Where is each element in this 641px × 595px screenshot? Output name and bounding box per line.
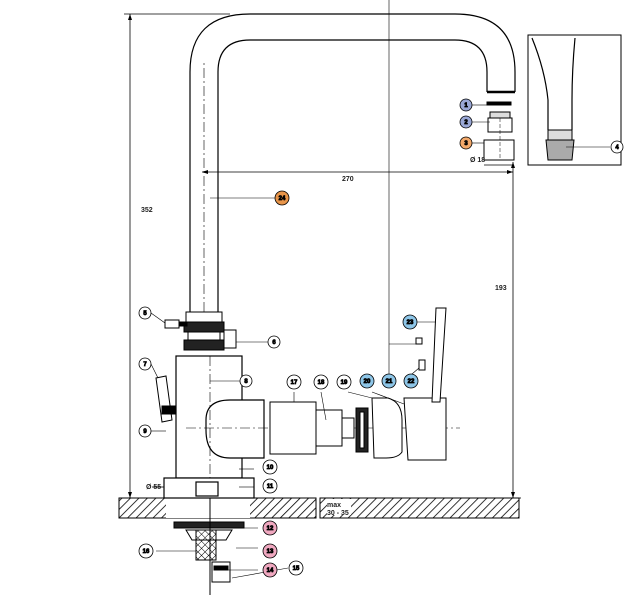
cartridge — [269, 401, 355, 455]
svg-text:24: 24 — [279, 196, 286, 202]
callout-13: 13 — [262, 543, 278, 559]
svg-text:8: 8 — [244, 379, 248, 385]
callout-21: 21 — [381, 373, 397, 389]
mount-note-2: 30 - 35 — [327, 510, 349, 517]
svg-text:1: 1 — [464, 103, 468, 109]
dim-reach: 270 — [342, 176, 354, 183]
svg-text:11: 11 — [267, 484, 274, 490]
callout-6: 6 — [267, 335, 281, 349]
svg-text:12: 12 — [267, 526, 274, 532]
dim-height-total: 352 — [141, 207, 153, 214]
callout-15: 15 — [288, 560, 304, 576]
callout-7: 7 — [138, 357, 152, 371]
svg-text:20: 20 — [364, 379, 371, 385]
callout-4: 4 — [610, 140, 624, 154]
dim-spout-height: 193 — [495, 285, 507, 292]
callout-bubbles: 1 2 3 4 5 6 7 8 9 10 11 12 13 14 15 16 1… — [138, 98, 624, 578]
svg-text:14: 14 — [267, 568, 274, 574]
callout-2: 2 — [459, 115, 473, 129]
spout-detail-inset — [527, 34, 622, 166]
callout-5: 5 — [138, 306, 152, 320]
leader-lines — [150, 0, 610, 579]
under-counter-parts — [173, 498, 245, 595]
svg-text:5: 5 — [143, 311, 147, 317]
dimension-labels: 352 270 193 Ø 18 Ø 55 max 30 - 35 — [141, 157, 507, 517]
callout-19: 19 — [336, 374, 352, 390]
svg-text:18: 18 — [318, 380, 325, 386]
svg-text:22: 22 — [408, 379, 415, 385]
callout-10: 10 — [262, 459, 278, 475]
callout-11: 11 — [262, 478, 278, 494]
mount-note-1: max — [327, 502, 341, 509]
handle-parts — [355, 307, 447, 461]
callout-12: 12 — [262, 520, 278, 536]
callout-9: 9 — [138, 424, 152, 438]
svg-text:7: 7 — [143, 362, 147, 368]
svg-text:3: 3 — [464, 141, 468, 147]
svg-text:21: 21 — [386, 379, 393, 385]
svg-text:13: 13 — [267, 549, 274, 555]
svg-text:2: 2 — [464, 120, 468, 126]
svg-text:9: 9 — [143, 429, 147, 435]
svg-text:19: 19 — [341, 380, 348, 386]
callout-1: 1 — [459, 98, 473, 112]
dim-spout-diameter: Ø 18 — [470, 157, 485, 164]
callout-3: 3 — [459, 136, 473, 150]
callout-14: 14 — [262, 562, 278, 578]
callout-18: 18 — [313, 374, 329, 390]
callout-20: 20 — [359, 373, 375, 389]
svg-text:6: 6 — [272, 340, 276, 346]
callout-16: 16 — [138, 543, 154, 559]
callout-17: 17 — [286, 374, 302, 390]
callout-24: 24 — [274, 190, 290, 206]
dim-base-diameter: Ø 55 — [146, 484, 161, 491]
svg-text:17: 17 — [291, 380, 298, 386]
svg-text:23: 23 — [407, 320, 414, 326]
faucet-body — [163, 355, 460, 540]
svg-text:4: 4 — [615, 145, 619, 151]
base-ring — [183, 311, 237, 351]
svg-text:10: 10 — [267, 465, 274, 471]
countertop — [118, 497, 520, 519]
callout-22: 22 — [403, 373, 419, 389]
callout-8: 8 — [239, 374, 253, 388]
svg-text:16: 16 — [143, 549, 150, 555]
spout — [189, 13, 516, 330]
lever-7 — [155, 375, 177, 423]
aerator-parts — [483, 101, 515, 161]
part-5-screw — [164, 319, 188, 329]
dimension-arrows — [128, 14, 515, 498]
svg-text:15: 15 — [293, 566, 300, 572]
callout-23: 23 — [402, 314, 418, 330]
dimension-lines — [124, 13, 521, 499]
